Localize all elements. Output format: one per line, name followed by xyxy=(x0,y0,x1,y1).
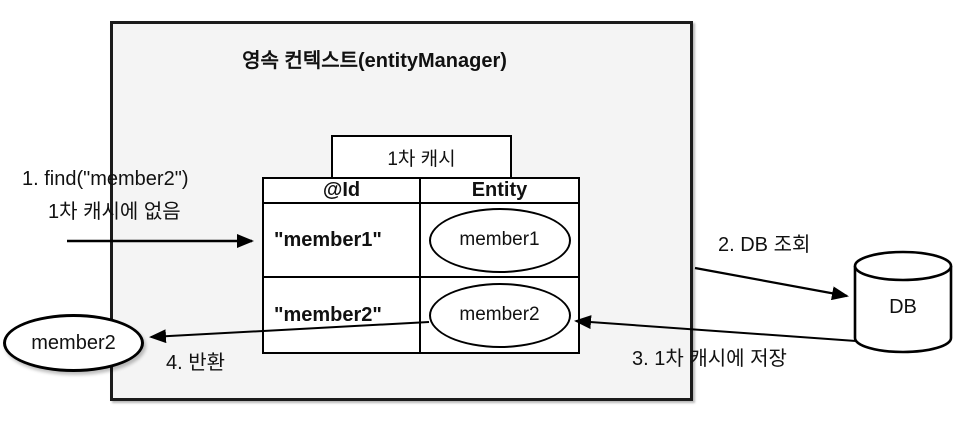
first-level-cache-label-box: 1차 캐시 xyxy=(331,135,512,179)
db-label: DB xyxy=(889,296,917,318)
returned-entity-label: member2 xyxy=(31,331,116,354)
table-cell-entity-member1: member1 xyxy=(421,204,578,278)
table-header-id: @Id xyxy=(264,179,421,204)
table-cell-id-member1: "member1" xyxy=(264,204,421,278)
table-cell-id-member2: "member2" xyxy=(264,278,421,352)
returned-entity-ellipse: member2 xyxy=(3,314,144,372)
entity-ellipse-member1: member1 xyxy=(428,207,571,273)
cache-table: @Id Entity "member1" member1 "member2" m… xyxy=(262,177,580,354)
step4-return-label: 4. 반환 xyxy=(166,352,226,374)
step1-cache-miss-label: 1차 캐시에 없음 xyxy=(48,201,181,223)
table-header-entity: Entity xyxy=(421,179,578,204)
arrow-step2-db-lookup xyxy=(694,266,849,301)
entity-ellipse-member2: member2 xyxy=(428,282,571,348)
db-cylinder-icon xyxy=(853,250,953,354)
first-level-cache-label: 1차 캐시 xyxy=(387,148,456,170)
persistence-context-title: 영속 컨텍스트(entityManager) xyxy=(242,50,507,72)
step2-db-lookup-label: 2. DB 조회 xyxy=(718,234,811,256)
table-cell-entity-member2: member2 xyxy=(421,278,578,352)
step3-cache-store-label: 3. 1차 캐시에 저장 xyxy=(632,348,787,370)
step1-find-label: 1. find("member2") xyxy=(22,168,189,190)
